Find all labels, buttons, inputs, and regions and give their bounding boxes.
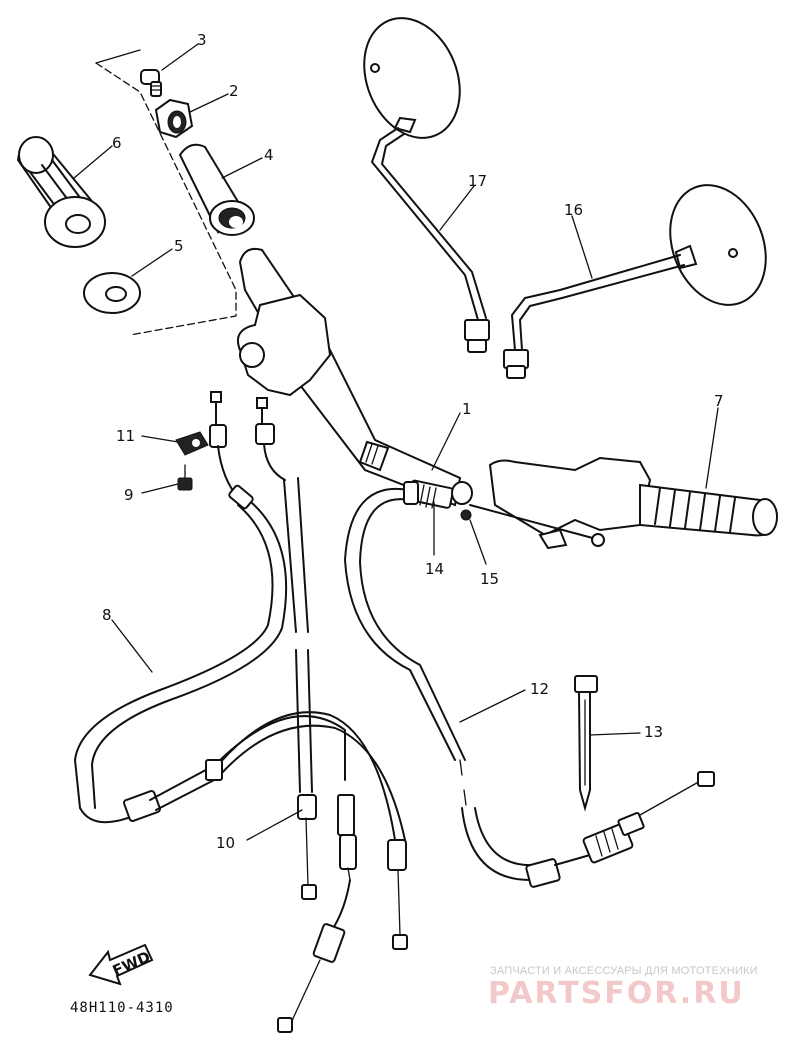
part-8-clutch-cable [74,391,288,824]
callout-14: 14 [425,560,444,578]
group-outline [95,49,237,336]
part-3-screw [140,69,162,97]
leader-lines [73,43,719,841]
callout-1: 1 [462,400,472,418]
fwd-arrow: FWD [88,943,154,986]
part-7-throttle-grip [469,456,778,550]
callout-8: 8 [102,606,112,624]
part-5-washer [83,272,141,314]
diagram-code: 48H110-4310 [70,1000,174,1016]
part-2-weight [154,98,194,139]
handlebar [236,247,462,507]
callout-15: 15 [480,570,499,588]
callout-labels: 3 2 4 6 5 1 7 11 9 8 10 12 13 14 15 16 1… [102,31,724,852]
part-12-brake-cable [344,481,715,888]
watermark-logo: PARTSFOR.RU [488,976,745,1011]
part-13-cable-tie [574,675,598,812]
callout-13: 13 [644,723,663,741]
part-16-right-mirror [503,184,767,379]
callout-6: 6 [112,134,122,152]
callout-17: 17 [468,172,487,190]
part-6-grip [16,136,106,248]
callout-3: 3 [197,31,207,49]
part-17-left-mirror [363,17,490,353]
part-10-throttle-cables [205,397,408,1033]
callout-9: 9 [124,486,134,504]
callout-4: 4 [264,146,274,164]
callout-12: 12 [530,680,549,698]
callout-2: 2 [229,82,239,100]
callout-11: 11 [116,427,135,445]
callout-5: 5 [174,237,184,255]
part-9-bolt [177,464,193,491]
callout-16: 16 [564,201,583,219]
callout-10: 10 [216,834,235,852]
part-11-holder [175,431,209,456]
callout-7: 7 [714,392,724,410]
watermark-caption: ЗАПЧАСТИ И АКСЕССУАРЫ ДЛЯ МОТОТЕХНИКИ [490,965,758,977]
part-4-pipe [178,143,255,236]
